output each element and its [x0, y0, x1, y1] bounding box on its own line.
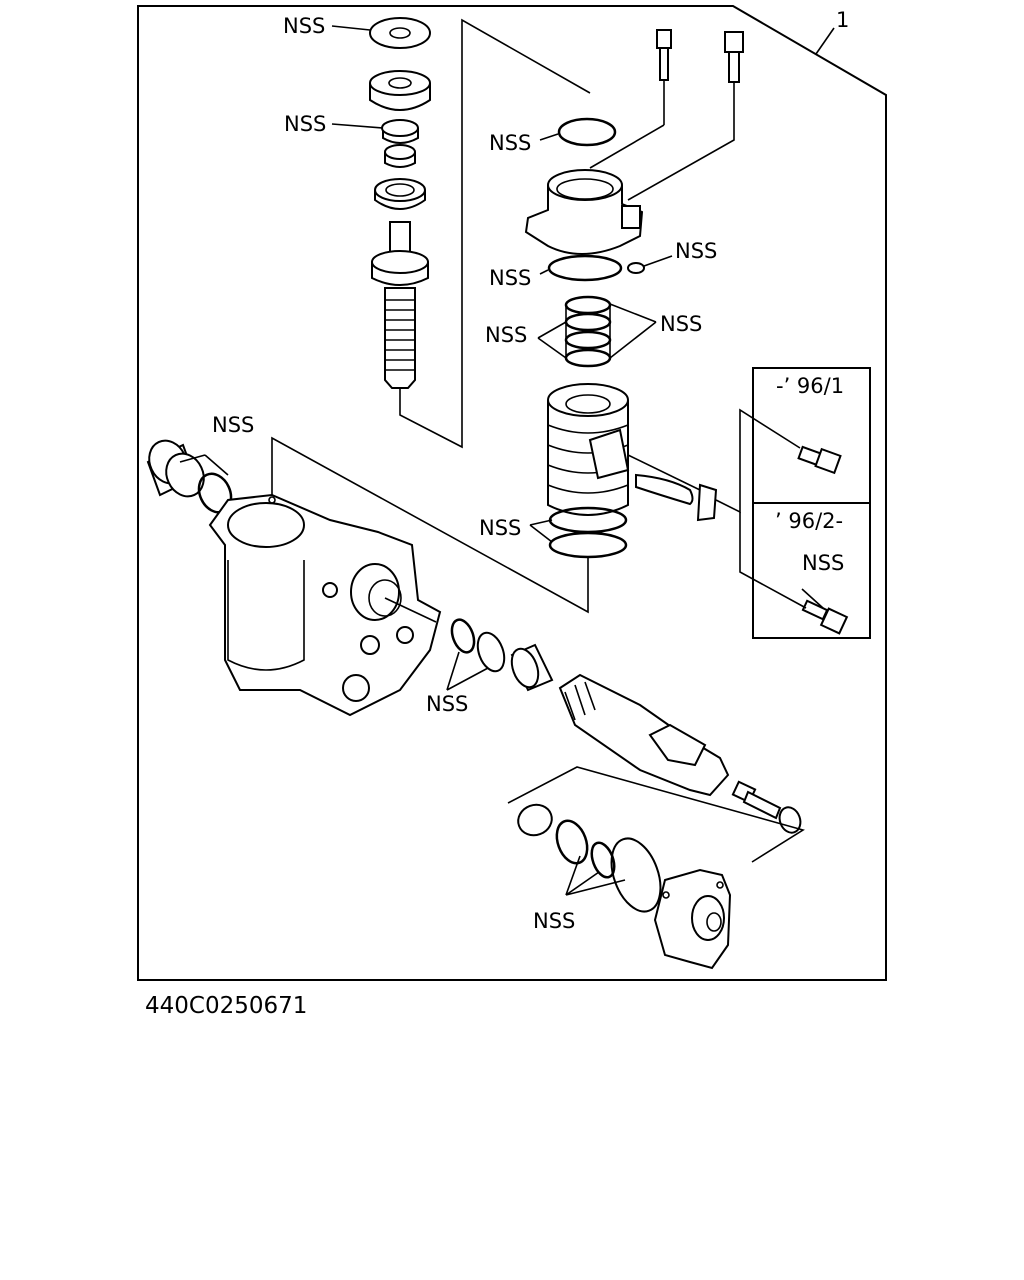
nss-label-oil-seal: NSS	[284, 112, 326, 136]
needle-bearing	[384, 144, 416, 168]
nss-label-housing-seal: NSS	[212, 413, 254, 437]
nss-label-top-o-ring: NSS	[489, 131, 531, 155]
o-ring-top	[557, 117, 617, 147]
nss-label-cover-o-ring: NSS	[489, 266, 531, 290]
valve-housing-cover	[524, 169, 644, 255]
oil-seal	[381, 119, 419, 144]
bolt-late	[801, 599, 849, 635]
diagram-frame	[137, 5, 887, 981]
side-oil-seal	[555, 819, 589, 865]
inset-label-up-to-96: -’ 96/1	[776, 374, 844, 398]
ball-nut-piston	[547, 383, 630, 516]
ball-bearing	[374, 178, 426, 210]
ball-guide-clamp	[635, 473, 718, 522]
sector-oil-seal	[476, 631, 506, 673]
adjust-screw	[731, 780, 782, 820]
top-cap-plate	[369, 17, 431, 49]
sector-needle-bearing	[510, 643, 554, 692]
adjusting-plug	[369, 70, 431, 111]
sector-shaft	[558, 673, 730, 797]
side-needle-bearing	[517, 803, 553, 837]
nss-label-piston-rings: NSS	[479, 516, 521, 540]
callout-number: 1	[836, 8, 849, 32]
nss-label-side-seals: NSS	[533, 909, 575, 933]
bolt-right	[724, 31, 744, 100]
sector-seal-ring	[450, 618, 476, 654]
variant-inset: -’ 96/1 ’ 96/2- NSS	[752, 367, 871, 639]
nss-label-sector-seals: NSS	[426, 692, 468, 716]
gear-housing	[208, 493, 442, 717]
side-cover	[653, 868, 732, 970]
nss-label-cap-plate: NSS	[283, 14, 325, 38]
valve-shaft	[371, 221, 429, 389]
nss-label-small-o-ring: NSS	[675, 239, 717, 263]
nss-label-late-bolt: NSS	[802, 551, 844, 575]
nss-label-seal-rings-right: NSS	[660, 312, 702, 336]
bolt-early	[797, 445, 842, 475]
dust-cover	[146, 439, 205, 498]
nss-label-seal-rings-left: NSS	[485, 323, 527, 347]
bolt-left	[656, 29, 672, 125]
drawing-code: 440C0250671	[145, 993, 307, 1019]
inset-label-from-96: ’ 96/2-	[775, 509, 843, 533]
seal-ring-stack	[564, 295, 612, 368]
o-ring-small	[627, 262, 645, 274]
o-ring-cover	[547, 254, 623, 282]
